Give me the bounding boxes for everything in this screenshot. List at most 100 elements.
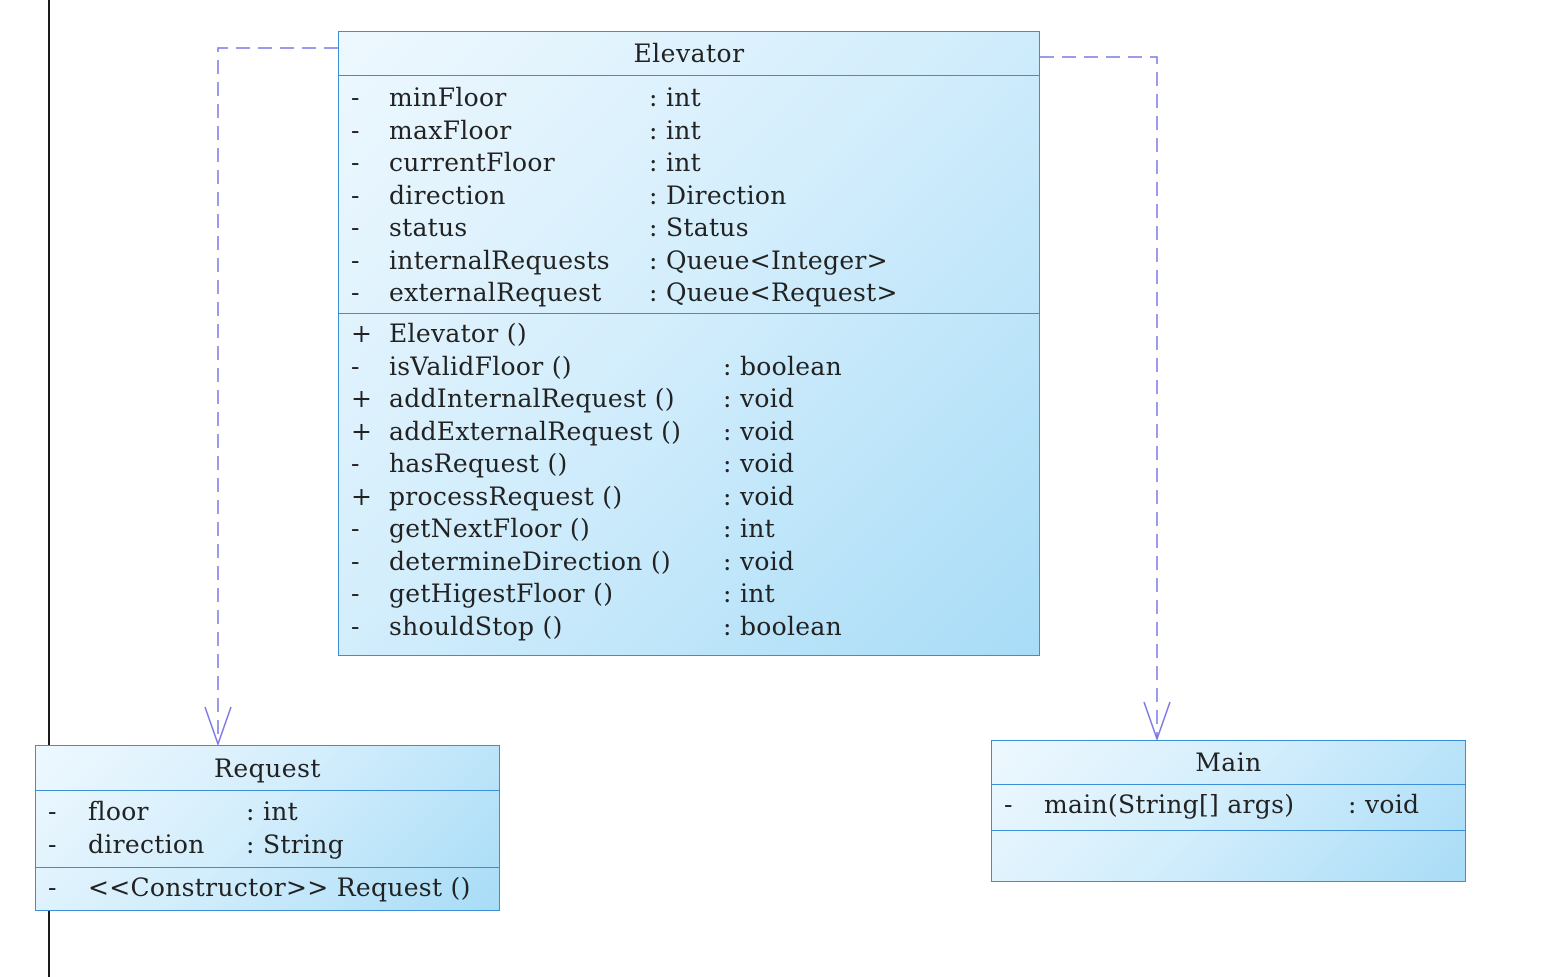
attributes-compartment-request: - floor : int - direction : String [36,791,499,868]
attribute-row[interactable]: - main(String[] args) : void [992,789,1465,822]
attribute-type: : Direction [649,180,787,210]
attribute-row[interactable]: -minFloor : int [339,82,1039,115]
return-type: : void [723,416,795,446]
operation-row[interactable]: -determineDirection () : void [339,546,1039,579]
attributes-compartment-elevator: -minFloor: int-maxFloor: int-currentFloo… [339,76,1039,314]
visibility-marker: - [351,449,360,478]
arrowhead-main-icon [1143,701,1171,742]
return-type: : int [723,514,776,543]
attribute-type: : int [649,148,702,177]
visibility-marker: + [351,481,373,511]
operation-signature: shouldStop () [389,611,563,641]
return-type: : boolean [723,611,842,641]
return-type: : int [723,579,776,608]
return-type: : void [723,546,795,576]
attribute-type: : Queue<Request> [649,278,898,307]
operation-signature: isValidFloor () [389,351,572,381]
operation-row[interactable]: + processRequest () : void [339,481,1039,514]
operation-signature: determineDirection () [389,546,671,576]
operation-row[interactable]: -getNextFloor () : int [339,513,1039,546]
attribute-row[interactable]: - direction : String [36,829,499,862]
attribute-type: : int [649,83,702,112]
operation-signature: processRequest () [389,481,623,511]
operation-row[interactable]: -getHigestFloor () : int [339,578,1039,611]
attribute-name: direction [88,829,205,859]
class-name-elevator: Elevator [339,32,1039,76]
attribute-name: minFloor [389,83,507,112]
visibility-marker: - [351,351,360,381]
attribute-row[interactable]: -externalRequest : Queue<Request> [339,277,1039,310]
operations-compartment-main [992,831,1465,881]
visibility-marker: - [351,83,360,112]
attribute-type: : Queue<Integer> [649,245,888,275]
operation-row[interactable]: + Elevator () [339,318,1039,351]
operation-row[interactable]: + addExternalRequest () : void [339,416,1039,449]
class-request[interactable]: Request - floor : int - direction : String - <… [35,745,500,911]
visibility-marker: - [351,148,360,177]
return-type: : boolean [723,351,842,381]
visibility-marker: - [351,611,360,641]
attribute-name: currentFloor [389,148,555,177]
visibility-marker: - [351,213,360,242]
class-name-request: Request [36,746,499,791]
attribute-name: maxFloor [389,115,512,145]
class-name-main: Main [992,741,1465,785]
operation-row[interactable]: + addInternalRequest () : void [339,383,1039,416]
return-type: : void [723,481,795,511]
return-type: : void [723,384,795,413]
operation-signature: addExternalRequest () [389,416,682,446]
visibility-marker: + [351,384,373,413]
return-type [723,318,1039,351]
attribute-type: : void [1348,790,1420,819]
dependency-elevator-to-main[interactable] [1040,56,1158,737]
attribute-type: : int [649,115,702,145]
attribute-name: externalRequest [389,278,602,307]
attribute-row[interactable]: -internalRequests : Queue<Integer> [339,245,1039,278]
operation-signature: getNextFloor () [389,514,591,543]
visibility-marker: - [48,873,57,902]
attribute-row[interactable]: -direction: Direction [339,180,1039,213]
visibility-marker: - [351,514,360,543]
visibility-marker: - [48,829,57,859]
operation-row[interactable]: - <<Constructor>> Request () [36,872,499,905]
operations-compartment-request: - <<Constructor>> Request () [36,868,499,905]
operation-row[interactable]: -isValidFloor () : boolean [339,351,1039,384]
operation-signature: hasRequest () [389,449,568,478]
operation-signature: <<Constructor>> Request () [88,873,471,902]
operation-signature: addInternalRequest () [389,384,675,413]
dependency-elevator-to-request[interactable] [217,47,338,742]
visibility-marker: + [351,319,373,348]
attribute-type: : Status [649,213,749,242]
visibility-marker: - [1004,790,1013,819]
attribute-type: : String [246,829,344,859]
visibility-marker: - [351,180,360,210]
attribute-row[interactable]: -maxFloor : int [339,115,1039,148]
attribute-name: floor [88,797,149,826]
return-type: : void [723,449,795,478]
attribute-name: internalRequests [389,245,610,275]
class-main[interactable]: Main - main(String[] args) : void [991,740,1466,882]
attribute-row[interactable]: - floor : int [36,796,499,829]
visibility-marker: + [351,416,373,446]
visibility-marker: - [351,579,360,608]
attribute-name: status [389,213,468,242]
operation-row[interactable]: -hasRequest () : void [339,448,1039,481]
visibility-marker: - [351,546,360,576]
attribute-row[interactable]: -status : Status [339,212,1039,245]
attribute-type: : int [246,797,299,826]
attribute-row[interactable]: -currentFloor : int [339,147,1039,180]
visibility-marker: - [48,797,57,826]
operations-compartment-elevator: +Elevator ()-isValidFloor (): boolean+ad… [339,314,1039,643]
attribute-name: main(String[] args) [1044,790,1295,819]
visibility-marker: - [351,245,360,275]
canvas-left-border [48,0,50,977]
operation-signature: getHigestFloor () [389,579,614,608]
attributes-compartment-main: - main(String[] args) : void [992,785,1465,831]
operation-signature: Elevator () [389,319,527,348]
operation-row[interactable]: -shouldStop () : boolean [339,611,1039,644]
visibility-marker: - [351,278,360,307]
visibility-marker: - [351,115,360,145]
arrowhead-request-icon [204,706,232,747]
class-elevator[interactable]: Elevator -minFloor: int-maxFloor: int-cu… [338,31,1040,656]
